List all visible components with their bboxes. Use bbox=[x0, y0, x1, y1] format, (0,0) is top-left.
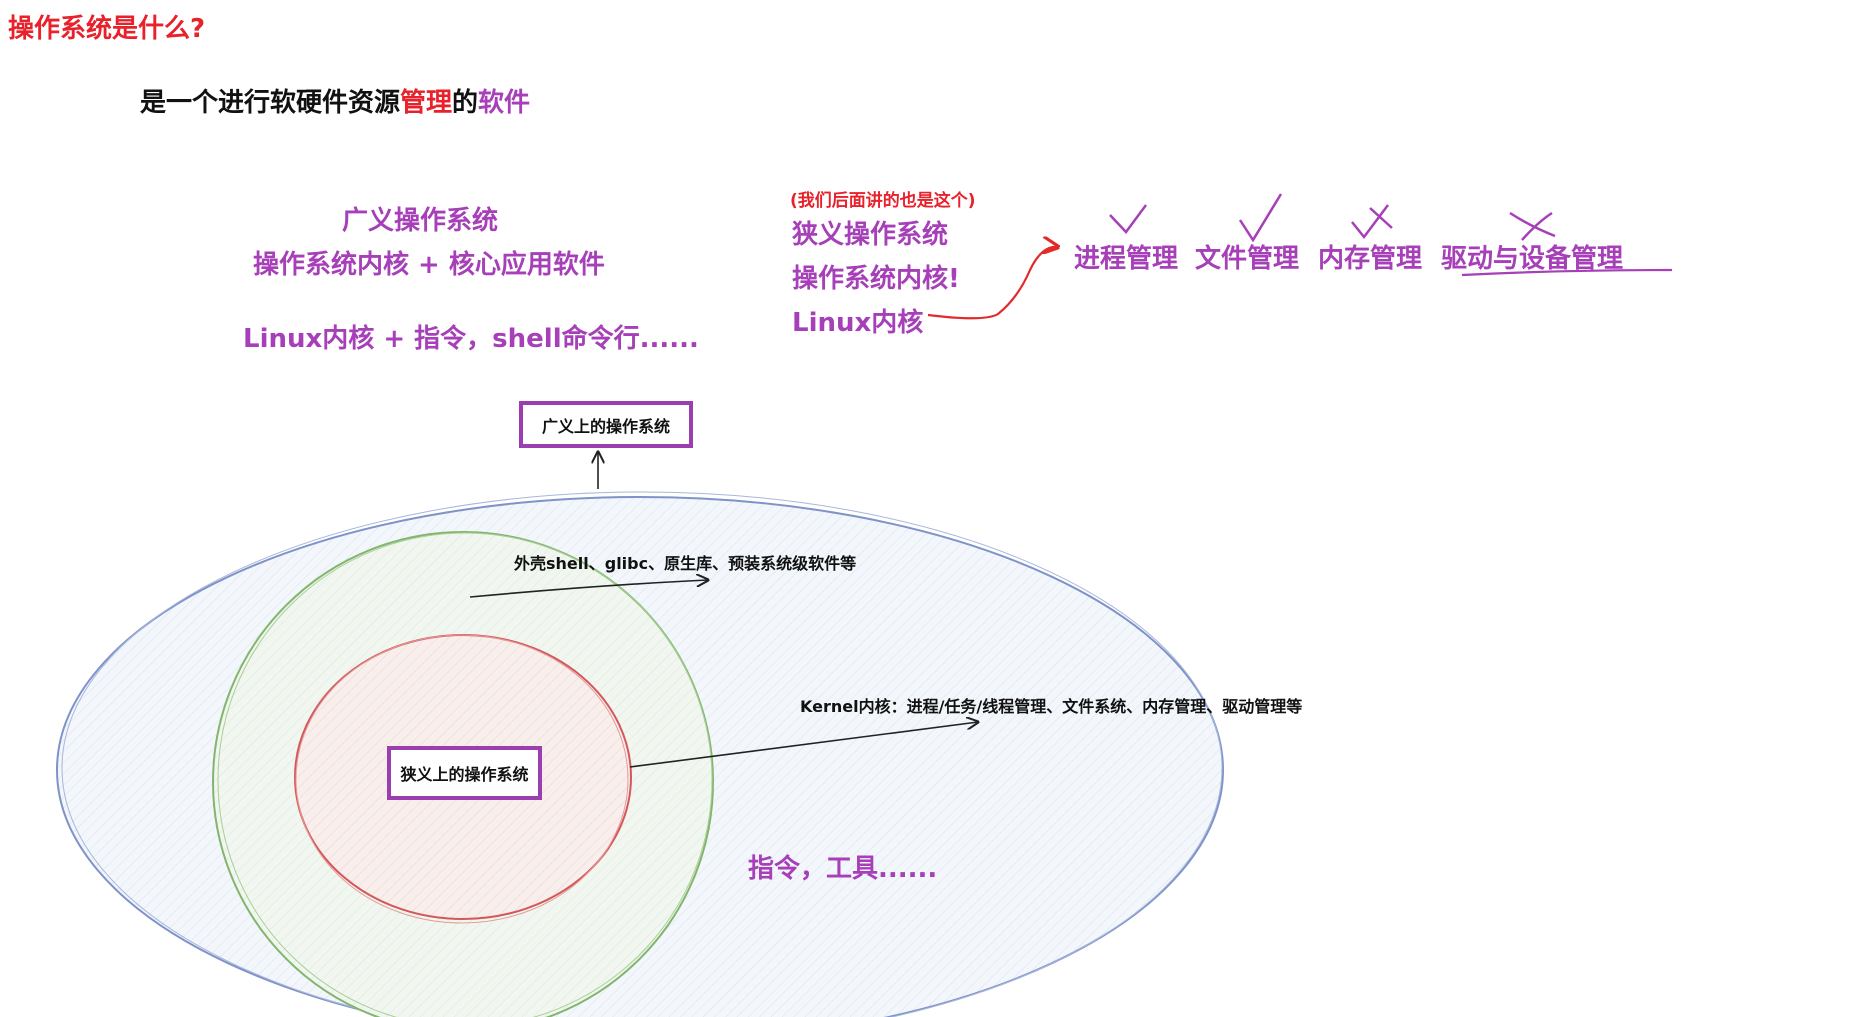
cross-mark-driver bbox=[1509, 211, 1556, 241]
subtitle-part-3: 的 bbox=[452, 88, 479, 118]
narrow-os-note: (我们后面讲的也是这个) bbox=[790, 191, 976, 211]
red-curved-arrow bbox=[927, 247, 1058, 320]
arrow-to-kernel-annotation bbox=[629, 722, 978, 768]
narrow-os-title: 狭义操作系统 bbox=[792, 220, 949, 250]
check-mark-memory bbox=[1351, 204, 1393, 240]
subtitle-part-manage: 管理 bbox=[400, 88, 453, 118]
narrow-os-example: Linux内核 bbox=[792, 308, 924, 338]
underline-driver bbox=[1461, 268, 1673, 277]
inner-circle-sketch-line bbox=[295, 634, 629, 924]
broad-os-definition: 操作系统内核 + 核心应用软件 bbox=[253, 250, 605, 280]
middle-circle-sketch-line bbox=[217, 532, 713, 1017]
broad-os-box: 广义上的操作系统 bbox=[519, 401, 693, 448]
broad-os-box-label: 广义上的操作系统 bbox=[541, 416, 670, 436]
subtitle-part-software: 软件 bbox=[478, 88, 531, 118]
narrow-os-box: 狭义上的操作系统 bbox=[387, 746, 542, 800]
management-memory: 内存管理 bbox=[1318, 244, 1423, 274]
page-subtitle: 是一个进行软硬件资源管理的软件 bbox=[140, 82, 530, 119]
narrow-os-definition: 操作系统内核! bbox=[792, 264, 960, 294]
broad-os-example: Linux内核 + 指令，shell命令行...... bbox=[243, 324, 699, 354]
tools-annotation: 指令，工具...... bbox=[748, 854, 938, 884]
kernel-annotation: Kernel内核：进程/任务/线程管理、文件系统、内存管理、驱动管理等 bbox=[800, 697, 1303, 716]
arrow-to-shell-annotation bbox=[469, 580, 708, 598]
outer-ellipse-sketch-line bbox=[61, 491, 1223, 1017]
shell-layer-annotation: 外壳shell、glibc、原生库、预装系统级软件等 bbox=[514, 554, 857, 573]
check-mark-file bbox=[1238, 193, 1283, 243]
narrow-os-box-label: 狭义上的操作系统 bbox=[400, 765, 529, 784]
check-mark-process bbox=[1109, 204, 1148, 234]
management-process: 进程管理 bbox=[1074, 244, 1179, 274]
subtitle-part-1: 是一个进行软硬件资源 bbox=[140, 88, 401, 118]
page-title: 操作系统是什么? bbox=[8, 14, 206, 44]
management-file: 文件管理 bbox=[1195, 244, 1300, 274]
management-driver: 驱动与设备管理 bbox=[1441, 244, 1624, 274]
broad-os-title: 广义操作系统 bbox=[342, 206, 499, 236]
